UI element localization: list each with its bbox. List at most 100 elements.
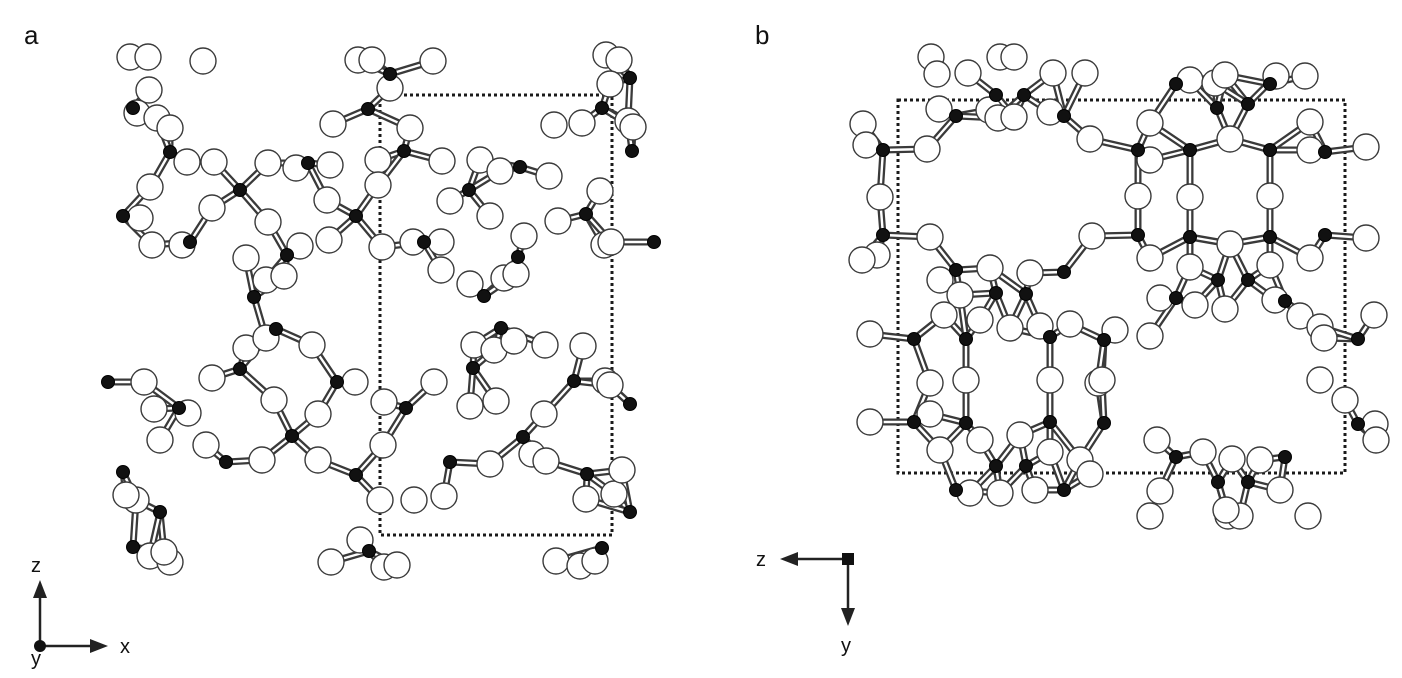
panel-a-oxygen-atom <box>456 392 484 420</box>
z-axis-label-a: z <box>31 555 41 577</box>
panel-b-oxygen-atom <box>1071 59 1099 87</box>
panel-b-oxygen-atom <box>923 60 951 88</box>
panel-a-oxygen-atom <box>135 76 163 104</box>
panel-a-letter: a <box>24 20 39 50</box>
panel-b-oxygen-atom <box>916 223 944 251</box>
panel-a: a z x y <box>24 20 661 670</box>
panel-a-oxygen-atom <box>254 149 282 177</box>
panel-a-tetrahedral-atom <box>247 290 261 304</box>
panel-a-oxygen-atom <box>150 538 178 566</box>
panel-b-oxygen-atom <box>1016 259 1044 287</box>
panel-a-oxygen-atom <box>572 485 600 513</box>
panel-a-tetrahedral-atom <box>153 505 167 519</box>
panel-b-oxygen-atom <box>1352 224 1380 252</box>
x-axis-into-plane-marker <box>842 553 854 565</box>
panel-b-oxygen-atom <box>954 59 982 87</box>
panel-a-oxygen-atom <box>597 228 625 256</box>
oxygen-atoms-a <box>112 41 647 581</box>
panel-b-tetrahedral-atom <box>1183 230 1197 244</box>
panel-a-tetrahedral-atom <box>116 465 130 479</box>
panel-b-oxygen-atom <box>856 320 884 348</box>
panel-a-oxygen-atom <box>315 226 343 254</box>
panel-a-tetrahedral-atom <box>233 362 247 376</box>
panel-a-tetrahedral-atom <box>126 101 140 115</box>
panel-b-tetrahedral-atom <box>1351 417 1365 431</box>
panel-a-oxygen-atom <box>476 202 504 230</box>
panel-a-oxygen-atom <box>596 70 624 98</box>
panel-b-oxygen-atom <box>1189 438 1217 466</box>
panel-b-tetrahedral-atom <box>1131 228 1145 242</box>
tetrahedral-atoms-b <box>876 77 1365 497</box>
panel-a-tetrahedral-atom <box>101 375 115 389</box>
panel-a-oxygen-atom <box>540 111 568 139</box>
panel-b-tetrahedral-atom <box>1057 483 1071 497</box>
panel-b-oxygen-atom <box>1076 125 1104 153</box>
panel-a-tetrahedral-atom <box>494 321 508 335</box>
panel-a-oxygen-atom <box>428 147 456 175</box>
panel-b-oxygen-atom <box>926 436 954 464</box>
panel-a-oxygen-atom <box>568 109 596 137</box>
panel-a-tetrahedral-atom <box>466 361 480 375</box>
panel-b-oxygen-atom <box>1306 366 1334 394</box>
panel-a-oxygen-atom <box>200 148 228 176</box>
panel-b-oxygen-atom <box>1362 426 1390 454</box>
panel-a-oxygen-atom <box>532 447 560 475</box>
panel-a-oxygen-atom <box>248 446 276 474</box>
panel-a-oxygen-atom <box>260 386 288 414</box>
panel-a-oxygen-atom <box>313 186 341 214</box>
axes-b: z y <box>756 549 855 657</box>
panel-a-tetrahedral-atom <box>511 250 525 264</box>
panel-b-oxygen-atom <box>913 135 941 163</box>
panel-a-oxygen-atom <box>156 114 184 142</box>
panel-b-oxygen-atom <box>1246 446 1274 474</box>
panel-b-oxygen-atom <box>1216 230 1244 258</box>
panel-b-oxygen-atom <box>1143 426 1171 454</box>
panel-b-oxygen-atom <box>1078 222 1106 250</box>
oxygen-atoms-b <box>848 43 1390 530</box>
panel-a-tetrahedral-atom <box>280 248 294 262</box>
panel-a-tetrahedral-atom <box>397 144 411 158</box>
panel-b-oxygen-atom <box>1006 421 1034 449</box>
panel-b-tetrahedral-atom <box>989 459 1003 473</box>
panel-a-oxygen-atom <box>476 450 504 478</box>
panel-a-oxygen-atom <box>500 327 528 355</box>
panel-a-tetrahedral-atom <box>285 429 299 443</box>
panel-b-oxygen-atom <box>852 131 880 159</box>
panel-b-oxygen-atom <box>1176 253 1204 281</box>
panel-b-oxygen-atom <box>1211 61 1239 89</box>
panel-a-tetrahedral-atom <box>623 397 637 411</box>
panel-a-oxygen-atom <box>482 387 510 415</box>
panel-a-tetrahedral-atom <box>330 375 344 389</box>
panel-a-tetrahedral-atom <box>233 183 247 197</box>
panel-a-tetrahedral-atom <box>580 467 594 481</box>
panel-a-tetrahedral-atom <box>126 540 140 554</box>
y-axis-arrowhead-b <box>841 608 855 626</box>
panel-b-oxygen-atom <box>1036 438 1064 466</box>
panel-b-oxygen-atom <box>952 366 980 394</box>
unit-cell-b <box>896 98 1347 475</box>
panel-b-oxygen-atom <box>1212 496 1240 524</box>
panel-b-tetrahedral-atom <box>876 143 890 157</box>
panel-b-tetrahedral-atom <box>1318 228 1332 242</box>
panel-b-tetrahedral-atom <box>1241 97 1255 111</box>
x-axis-label-a: x <box>120 636 130 658</box>
panel-b-oxygen-atom <box>1291 62 1319 90</box>
panel-a-tetrahedral-atom <box>417 235 431 249</box>
panel-b-oxygen-atom <box>1216 125 1244 153</box>
panel-b-tetrahedral-atom <box>1210 101 1224 115</box>
panel-a-tetrahedral-atom <box>625 144 639 158</box>
panel-a-tetrahedral-atom <box>567 374 581 388</box>
panel-a-oxygen-atom <box>298 331 326 359</box>
panel-b-tetrahedral-atom <box>1169 77 1183 91</box>
panel-a-tetrahedral-atom <box>183 235 197 249</box>
y-axis-label-b: y <box>841 635 851 657</box>
panel-b-oxygen-atom <box>1076 460 1104 488</box>
panel-b-tetrahedral-atom <box>1241 273 1255 287</box>
panel-a-oxygen-atom <box>502 260 530 288</box>
panel-a-oxygen-atom <box>317 548 345 576</box>
panel-a-tetrahedral-atom <box>383 67 397 81</box>
panel-b-tetrahedral-atom <box>959 332 973 346</box>
panel-b-tetrahedral-atom <box>1278 450 1292 464</box>
panel-a-oxygen-atom <box>420 368 448 396</box>
